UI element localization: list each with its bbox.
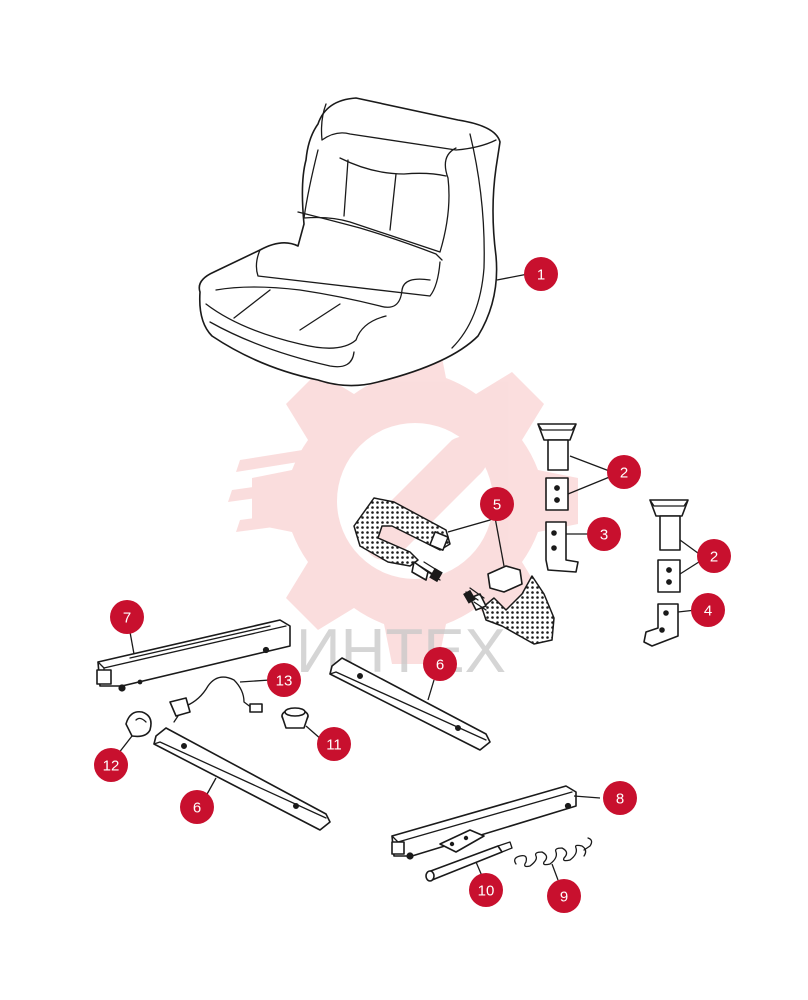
callout-badge — [603, 781, 637, 815]
callout-number: 3 — [600, 527, 608, 544]
callout-c6b: 6 — [180, 790, 214, 824]
slide-rail-left — [96, 619, 291, 692]
leader-7 — [129, 631, 135, 655]
callout-badge — [480, 487, 514, 521]
callout-badge — [524, 257, 558, 291]
leader-1 — [496, 273, 529, 281]
callout-c10: 10 — [469, 873, 503, 907]
leader-13 — [239, 679, 271, 683]
callout-number: 5 — [493, 497, 501, 514]
spacer-set-right — [643, 499, 689, 647]
callout-c4: 4 — [691, 593, 725, 627]
callout-number: 4 — [704, 603, 712, 620]
callout-c6a: 6 — [423, 647, 457, 681]
callout-badge — [317, 727, 351, 761]
callout-c9: 9 — [547, 879, 581, 913]
leader-10 — [475, 861, 483, 877]
wrench-shape — [363, 436, 488, 561]
callout-badge — [697, 539, 731, 573]
callout-number: 8 — [616, 791, 624, 808]
callout-number: 9 — [560, 889, 568, 906]
callout-number: 11 — [326, 737, 342, 754]
callout-number: 6 — [436, 657, 444, 674]
callout-number: 13 — [276, 673, 293, 690]
spring — [514, 837, 593, 868]
leader-8 — [573, 795, 601, 799]
callout-c1: 1 — [524, 257, 558, 291]
callout-c3: 3 — [587, 517, 621, 551]
watermark-logo: ИНТЕХ — [228, 337, 578, 686]
callout-badge — [423, 647, 457, 681]
leader-2a-top — [569, 455, 613, 473]
slide-rail-right — [391, 785, 577, 860]
spacer-set-upper — [537, 423, 579, 573]
callout-badge — [110, 600, 144, 634]
leader-6a — [427, 679, 435, 701]
cable-harness — [169, 676, 263, 723]
cable-clip — [125, 710, 152, 738]
hatched-bracket-lower — [463, 565, 555, 645]
callout-badge — [691, 593, 725, 627]
leader-6b — [205, 777, 217, 797]
callout-number: 7 — [123, 610, 131, 627]
callout-badge — [587, 517, 621, 551]
callout-badge — [180, 790, 214, 824]
callout-badge — [94, 748, 128, 782]
callout-badge — [469, 873, 503, 907]
hatched-bracket-upper — [353, 497, 451, 583]
callout-c13: 13 — [267, 663, 301, 697]
callout-c2a: 2 — [607, 455, 641, 489]
adjust-rod — [425, 841, 513, 882]
callout-badge — [607, 455, 641, 489]
leader-5b — [493, 511, 505, 567]
watermark-text: ИНТЕХ — [296, 617, 506, 686]
callout-c11: 11 — [317, 727, 351, 761]
callout-c2b: 2 — [697, 539, 731, 573]
flat-strap-lower — [153, 727, 331, 831]
callout-number: 6 — [193, 800, 201, 817]
callout-badge — [547, 879, 581, 913]
callout-number: 2 — [710, 549, 718, 566]
callout-number: 1 — [537, 267, 545, 284]
callout-number: 10 — [478, 883, 495, 900]
leader-2a-bottom — [567, 475, 613, 495]
callout-number: 12 — [103, 758, 120, 775]
callout-c8: 8 — [603, 781, 637, 815]
callout-badge — [267, 663, 301, 697]
leader-9 — [551, 863, 559, 881]
knob — [281, 707, 309, 729]
callout-c7: 7 — [110, 600, 144, 634]
flat-strap-upper — [329, 657, 491, 751]
speed-lines — [228, 444, 340, 532]
callout-number: 2 — [620, 465, 628, 482]
callout-c5: 5 — [480, 487, 514, 521]
callout-c12: 12 — [94, 748, 128, 782]
seat-cushion — [198, 97, 501, 387]
